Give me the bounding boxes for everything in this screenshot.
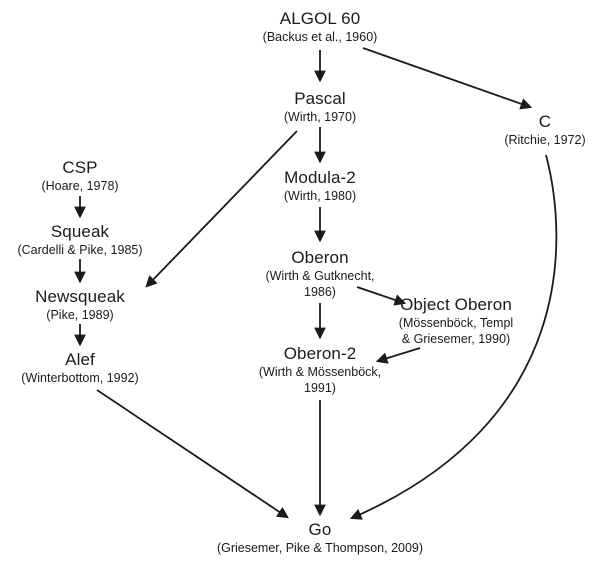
arrow-alef-to-go [96, 389, 289, 519]
node-newsqueak-citation: (Pike, 1989) [46, 308, 114, 322]
node-modula2: Modula-2 (Wirth, 1980) [255, 167, 385, 204]
node-pascal-citation: (Wirth, 1970) [283, 110, 357, 124]
node-object-oberon: Object Oberon (Mössenböck, Templ & Gries… [396, 294, 516, 347]
node-object-oberon-name: Object Oberon [400, 295, 512, 314]
node-newsqueak: Newsqueak (Pike, 1989) [10, 286, 150, 323]
node-alef-name: Alef [65, 350, 95, 369]
node-squeak-citation: (Cardelli & Pike, 1985) [17, 243, 143, 257]
node-oberon: Oberon (Wirth & Gutknecht, 1986) [250, 247, 390, 300]
node-newsqueak-name: Newsqueak [35, 287, 125, 306]
node-csp-citation: (Hoare, 1978) [41, 179, 119, 193]
node-algol60-name: ALGOL 60 [279, 9, 361, 28]
node-csp-name: CSP [62, 158, 98, 177]
node-algol60: ALGOL 60 (Backus et al., 1960) [235, 8, 405, 45]
node-csp: CSP (Hoare, 1978) [20, 157, 140, 194]
node-modula2-name: Modula-2 [284, 168, 356, 187]
node-go-citation: (Griesemer, Pike & Thompson, 2009) [216, 541, 424, 555]
node-oberon2-name: Oberon-2 [283, 344, 357, 363]
node-squeak-name: Squeak [50, 222, 110, 241]
node-oberon-citation: (Wirth & Gutknecht, 1986) [265, 269, 375, 299]
node-algol60-citation: (Backus et al., 1960) [262, 30, 378, 44]
node-c: C (Ritchie, 1972) [480, 111, 600, 148]
node-c-name: C [538, 112, 552, 131]
node-modula2-citation: (Wirth, 1980) [283, 189, 357, 203]
node-pascal-name: Pascal [294, 89, 346, 108]
arrow-algol60-to-c [362, 47, 533, 110]
node-alef: Alef (Winterbottom, 1992) [0, 349, 160, 386]
node-oberon-name: Oberon [291, 248, 349, 267]
node-go-name: Go [308, 520, 332, 539]
node-go: Go (Griesemer, Pike & Thompson, 2009) [180, 519, 460, 556]
node-oberon2: Oberon-2 (Wirth & Mössenböck, 1991) [250, 343, 390, 396]
node-object-oberon-citation: (Mössenböck, Templ & Griesemer, 1990) [398, 316, 514, 346]
node-oberon2-citation: (Wirth & Mössenböck, 1991) [258, 365, 382, 395]
node-c-citation: (Ritchie, 1972) [504, 133, 586, 147]
node-squeak: Squeak (Cardelli & Pike, 1985) [0, 221, 160, 258]
node-alef-citation: (Winterbottom, 1992) [21, 371, 139, 385]
node-pascal: Pascal (Wirth, 1970) [260, 88, 380, 125]
